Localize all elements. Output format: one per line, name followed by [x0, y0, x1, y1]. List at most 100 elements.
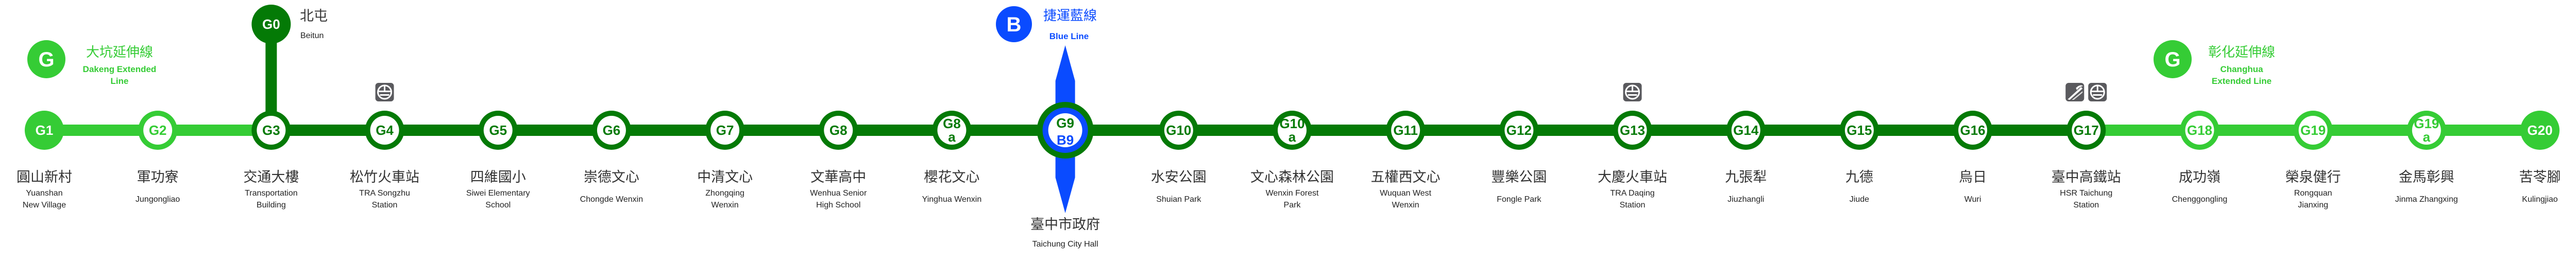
station-name-zh: 豐樂公園	[1491, 169, 1547, 185]
station-name-en: High School	[816, 201, 860, 209]
station-code: G6	[603, 123, 621, 138]
station-code-suffix: a	[948, 129, 956, 145]
station-marker-center	[1618, 116, 1647, 145]
line-name-en: Dakeng Extended	[83, 64, 157, 74]
icon-bar	[2093, 94, 2103, 96]
station-name-en: School	[485, 201, 511, 209]
station-name-en: Rongquan	[2294, 189, 2332, 198]
line-name-zh: 大坑延伸線	[86, 45, 153, 60]
station-marker-center	[1504, 116, 1534, 145]
station-marker	[2520, 111, 2560, 150]
station-marker	[251, 5, 291, 44]
station-name-zh: 北屯	[300, 8, 328, 24]
station-name-en: Wuri	[1964, 195, 1981, 204]
line-name-zh: 捷運藍線	[1043, 8, 1097, 24]
station-code: G15	[1846, 123, 1872, 138]
line-badge-letter: B	[1007, 13, 1022, 36]
icon-bar	[384, 86, 386, 92]
station-marker-center	[2298, 116, 2328, 145]
station-name-en: Beitun	[300, 31, 324, 40]
station-marker-center	[597, 116, 626, 145]
station-marker-center	[937, 116, 967, 145]
hsr-icon	[2065, 83, 2084, 101]
station-name-zh: 榮泉健行	[2285, 169, 2341, 185]
station-code: G16	[1960, 123, 1986, 138]
station-name-en: Zhongqing	[705, 189, 744, 198]
station-code: G4	[376, 123, 394, 138]
station-name-en: Wenxin	[711, 201, 739, 209]
station-marker-center	[483, 116, 513, 145]
station-code: G18	[2187, 123, 2212, 138]
station-name-zh: 水安公園	[1151, 169, 1207, 185]
station-name-zh: 文華高中	[810, 169, 866, 185]
station-name-zh: 九張犁	[1725, 169, 1767, 185]
icon-stripe	[2067, 87, 2083, 100]
station-name-en: Jiude	[1850, 195, 1869, 204]
station-name-zh: 中清文心	[697, 169, 753, 185]
station-marker-center	[1958, 116, 1988, 145]
line-name-en: Blue Line	[1049, 31, 1089, 41]
station-name-en: Siwei Elementary	[466, 189, 530, 198]
station-name-zh: 臺中市政府	[1030, 217, 1100, 233]
station-marker-center	[370, 116, 399, 145]
station-code: G10	[1166, 123, 1191, 138]
tra-icon	[2088, 83, 2107, 101]
station-name-zh: 松竹火車站	[350, 169, 419, 185]
station-name-en: Yinghua Wenxin	[922, 195, 982, 204]
station-name-zh: 崇德文心	[584, 169, 639, 185]
station-marker-center	[710, 116, 740, 145]
station-name-zh: 九德	[1845, 169, 1873, 185]
station-name-zh: 烏日	[1959, 169, 1987, 185]
icon-ring	[1625, 84, 1640, 100]
line-name-en: Extended Line	[2212, 76, 2272, 86]
station-name-zh: 四維國小	[470, 169, 526, 185]
station-name-zh: 成功嶺	[2179, 169, 2221, 185]
station-marker-center	[1731, 116, 1760, 145]
station-code: G17	[2074, 123, 2099, 138]
station-name-zh: 苦苓腳	[2519, 169, 2561, 185]
station-name-en: Wenxin Forest	[1266, 189, 1319, 198]
line-badge-letter: G	[38, 48, 54, 71]
station-code-suffix: a	[2423, 129, 2431, 145]
station-marker-center	[2412, 116, 2441, 145]
station-G0: G0 北屯 Beitun	[251, 5, 328, 44]
station-name-zh: 五權西文心	[1371, 169, 1440, 185]
icon-bar	[1628, 94, 1637, 96]
station-code: G0	[262, 16, 280, 32]
station-name-en: Jungongliao	[135, 195, 180, 204]
station-code: G12	[1506, 123, 1532, 138]
station-code: G11	[1393, 123, 1418, 138]
station-name-en: TRA Songzhu	[359, 189, 410, 198]
station-code: G8	[829, 123, 848, 138]
icon-bar	[1632, 86, 1634, 92]
station-name-en: Jinma Zhangxing	[2395, 195, 2458, 204]
station-code: G5	[489, 123, 507, 138]
icon-bird	[2076, 85, 2083, 90]
station-code: G1	[36, 123, 54, 138]
icon-ring	[2090, 84, 2105, 100]
station-name-en: Park	[1284, 201, 1301, 209]
station-code: G13	[1620, 123, 1645, 138]
station-name-en: Station	[2073, 201, 2099, 209]
station-marker-center	[1048, 113, 1082, 147]
station-name-zh: 大慶火車站	[1598, 169, 1667, 185]
station-name-zh: 交通大樓	[243, 169, 299, 185]
icon-ring	[377, 84, 393, 100]
station-code: G20	[2527, 123, 2552, 138]
